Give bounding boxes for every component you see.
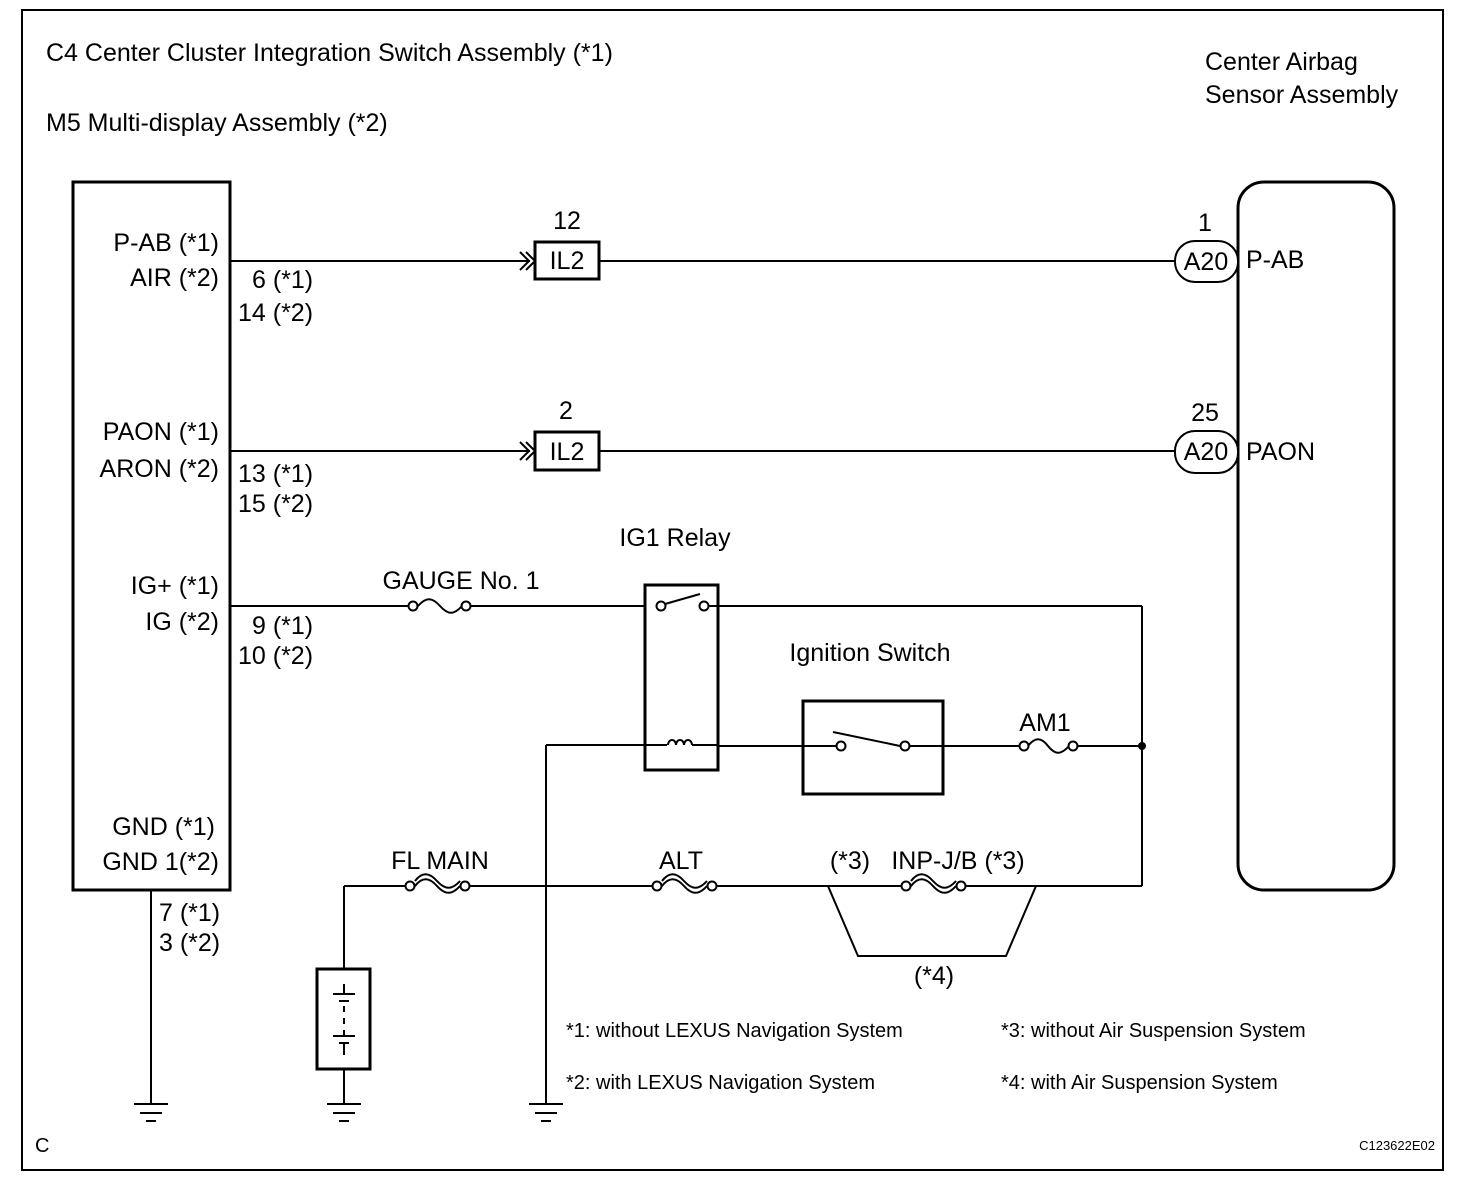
star4-label: (*4): [914, 962, 954, 990]
fuse-gauge-no1-label: GAUGE No. 1: [383, 567, 540, 595]
connector-a20-bottom-label: A20: [1184, 438, 1228, 466]
connector-il2-top: [533, 240, 601, 281]
figure-code: C123622E02: [1359, 1138, 1435, 1153]
pin-number-gnd-b: 3 (*2): [159, 929, 220, 957]
right-pin-pab: P-AB: [1246, 246, 1304, 274]
fusible-link-fl-main: [404, 873, 471, 894]
fusible-link-alt: [651, 873, 718, 894]
connector-a20-top: [1174, 240, 1239, 283]
connector-il2-top-label: IL2: [550, 247, 585, 275]
pin-number-gnd-a: 7 (*1): [159, 899, 220, 927]
title-m5: M5 Multi-display Assembly (*2): [46, 109, 388, 137]
fuse-am1: [1018, 738, 1079, 754]
pin-number-ig-b: 10 (*2): [238, 642, 313, 670]
pin-number-paon-b: 15 (*2): [238, 490, 313, 518]
pin-number-pab-b: 14 (*2): [238, 299, 313, 327]
bypass-star4-wire: [827, 885, 1037, 957]
connector-a20-top-pin: 1: [1198, 209, 1212, 237]
fusible-link-inp-jb: [900, 873, 967, 894]
title-c4: C4 Center Cluster Integration Switch Ass…: [46, 39, 613, 67]
ignition-switch: [801, 699, 945, 796]
pin-label-gnd1: GND (*1): [112, 813, 215, 841]
connector-a20-bottom-pin: 25: [1191, 399, 1219, 427]
inp-jb-star3-left: (*3): [830, 847, 870, 875]
connector-il2-bottom: [533, 430, 601, 472]
ig1-relay-coil: [645, 739, 718, 746]
ground-symbol-left: [134, 1103, 168, 1122]
pin-number-ig-a: 9 (*1): [252, 612, 313, 640]
airbag-title-line1: Center Airbag: [1205, 48, 1358, 76]
pin-number-paon-a: 13 (*1): [238, 460, 313, 488]
pin-label-ig2: IG (*2): [145, 608, 219, 636]
cluster-switch-module: [71, 180, 232, 892]
note-1: *1: without LEXUS Navigation System: [566, 1020, 903, 1042]
pin-label-aron2: ARON (*2): [100, 455, 219, 483]
ground-symbol-relay: [529, 1103, 563, 1122]
connector-a20-bottom: [1174, 430, 1239, 474]
ig1-relay: [643, 583, 720, 772]
fuse-gauge-no1: [407, 598, 472, 614]
diagram-frame: [21, 9, 1444, 1171]
pin-label-air2: AIR (*2): [130, 264, 219, 292]
connector-il2-bottom-label: IL2: [550, 438, 585, 466]
pin-label-igp1: IG+ (*1): [131, 572, 219, 600]
airbag-sensor-assembly: [1236, 180, 1396, 892]
inp-jb-label: INP-J/B (*3): [891, 847, 1024, 875]
pin-label-gnd1-2: GND 1(*2): [102, 848, 219, 876]
right-pin-paon: PAON: [1246, 438, 1315, 466]
junction-dot: [1138, 742, 1146, 750]
battery-cells: [333, 984, 355, 1055]
ig1-relay-label: IG1 Relay: [619, 524, 731, 552]
pin-label-paon1: PAON (*1): [103, 418, 219, 446]
ignition-switch-label: Ignition Switch: [789, 639, 950, 667]
ignition-switch-contact: [832, 731, 911, 752]
corner-letter: C: [35, 1135, 49, 1157]
connector-il2-top-pin: 12: [553, 207, 581, 235]
fl-main-label: FL MAIN: [391, 847, 489, 875]
alt-label: ALT: [659, 847, 703, 875]
pin-label-pab1: P-AB (*1): [113, 229, 219, 257]
note-2: *2: with LEXUS Navigation System: [566, 1072, 875, 1094]
ground-symbol-battery: [327, 1103, 361, 1122]
ig1-relay-contact: [655, 593, 710, 612]
airbag-title-line2: Sensor Assembly: [1205, 81, 1399, 109]
pin-number-pab-a: 6 (*1): [252, 266, 313, 294]
connector-a20-top-label: A20: [1184, 248, 1228, 276]
note-3: *3: without Air Suspension System: [1001, 1020, 1306, 1042]
connector-il2-bottom-pin: 2: [559, 397, 573, 425]
note-4: *4: with Air Suspension System: [1001, 1072, 1278, 1094]
fuse-am1-label: AM1: [1019, 709, 1070, 737]
